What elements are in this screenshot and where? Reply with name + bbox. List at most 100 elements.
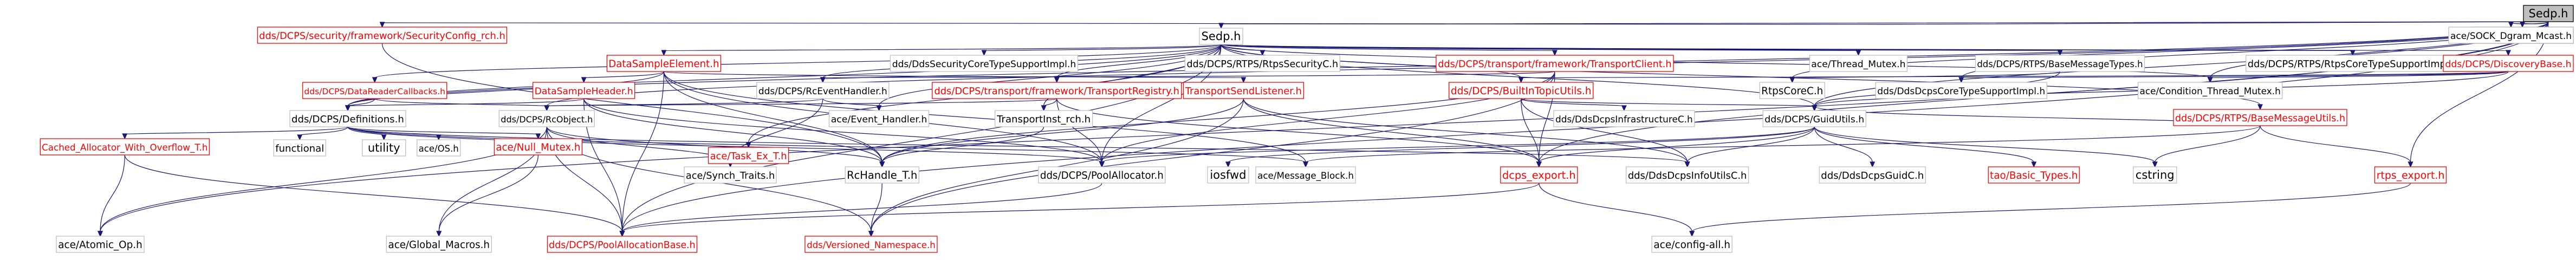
node-rtps-security-c[interactable]: dds/DCPS/RTPS/RtpsSecurityC.h bbox=[1184, 55, 1340, 72]
node-box[interactable] bbox=[386, 236, 492, 253]
node-data-sample-header[interactable]: DataSampleHeader.h bbox=[533, 82, 635, 99]
node-box[interactable] bbox=[56, 236, 145, 253]
node-ace-task-ex-t[interactable]: ace/Task_Ex_T.h bbox=[708, 147, 789, 164]
node-base-message-types[interactable]: dds/DCPS/RTPS/BaseMessageTypes.h bbox=[1975, 55, 2145, 72]
node-rc-handle-t[interactable]: RcHandle_T.h bbox=[845, 166, 919, 184]
node-label[interactable]: dds/DCPS/GuidUtils.h bbox=[1764, 114, 1864, 125]
node-box[interactable] bbox=[804, 236, 938, 253]
node-box[interactable] bbox=[2137, 82, 2283, 99]
node-label[interactable]: dcps_export.h bbox=[1502, 169, 1576, 181]
node-box[interactable] bbox=[2246, 55, 2460, 72]
node-label[interactable]: dds/DdsSecurityCoreTypeSupportImpl.h bbox=[892, 59, 1076, 70]
node-label[interactable]: functional bbox=[275, 143, 324, 154]
node-label[interactable]: dds/DCPS/RcObject.h bbox=[501, 114, 593, 125]
node-box[interactable] bbox=[417, 139, 461, 157]
node-box[interactable] bbox=[362, 139, 406, 157]
node-label[interactable]: dds/DdsDcpsCoreTypeSupportImpl.h bbox=[1877, 86, 2045, 97]
node-label[interactable]: dds/DCPS/transport/framework/TransportRe… bbox=[934, 86, 1179, 97]
node-label[interactable]: dds/DCPS/BuiltInTopicUtils.h bbox=[1451, 86, 1592, 97]
node-box[interactable] bbox=[1255, 166, 1356, 184]
node-label[interactable]: Sedp.h bbox=[2529, 7, 2568, 20]
node-box[interactable] bbox=[606, 55, 722, 72]
node-dcps-definitions[interactable]: dds/DCPS/Definitions.h bbox=[289, 110, 406, 127]
node-transport-client[interactable]: dds/DCPS/transport/framework/TransportCl… bbox=[1436, 55, 1674, 72]
node-box[interactable] bbox=[1183, 82, 1304, 99]
node-box[interactable] bbox=[1199, 28, 1243, 45]
node-label[interactable]: tao/Basic_Types.h bbox=[1990, 170, 2078, 181]
node-box[interactable] bbox=[2133, 166, 2177, 184]
node-label[interactable]: utility bbox=[368, 141, 400, 154]
node-tao-basic-types[interactable]: tao/Basic_Types.h bbox=[1988, 166, 2080, 184]
node-label[interactable]: TransportSendListener.h bbox=[1185, 86, 1302, 97]
node-box[interactable] bbox=[494, 138, 583, 155]
node-label[interactable]: iosfwd bbox=[1210, 168, 1246, 181]
node-label[interactable]: dds/DCPS/RcEventHandler.h bbox=[758, 86, 887, 96]
node-box[interactable] bbox=[684, 166, 777, 184]
node-label[interactable]: Sedp.h bbox=[1202, 30, 1241, 43]
node-label[interactable]: cstring bbox=[2136, 168, 2175, 181]
node-label[interactable]: dds/DCPS/PoolAllocationBase.h bbox=[549, 240, 696, 251]
node-label[interactable]: RcHandle_T.h bbox=[847, 169, 917, 181]
node-box[interactable] bbox=[1809, 55, 1908, 72]
node-label[interactable]: dds/DCPS/RTPS/RtpsCoreTypeSupportImpl.h bbox=[2248, 59, 2458, 70]
node-label[interactable]: RtpsCoreC.h bbox=[1761, 86, 1823, 97]
node-box[interactable] bbox=[273, 139, 326, 157]
node-rtps-rtps-core-type-support[interactable]: dds/DCPS/RTPS/RtpsCoreTypeSupportImpl.h bbox=[2246, 55, 2460, 72]
node-data-sample-element[interactable]: DataSampleElement.h bbox=[606, 55, 722, 72]
node-dds-dcps-info-utils-c[interactable]: dds/DdsDcpsInfoUtilsC.h bbox=[1625, 166, 1749, 184]
node-dds-dcps-infrastructure-c[interactable]: dds/DdsDcpsInfrastructureC.h bbox=[1553, 110, 1695, 127]
node-box[interactable] bbox=[1038, 166, 1166, 184]
node-box[interactable] bbox=[1975, 55, 2145, 72]
node-box[interactable] bbox=[1875, 82, 2047, 99]
node-ace-global-macros[interactable]: ace/Global_Macros.h bbox=[386, 236, 492, 253]
node-label[interactable]: dds/DCPS/RTPS/BaseMessageTypes.h bbox=[1977, 59, 2143, 69]
node-label[interactable]: ace/Message_Block.h bbox=[1257, 170, 1354, 181]
node-box[interactable] bbox=[547, 236, 698, 253]
node-label[interactable]: ace/config-all.h bbox=[1653, 239, 1730, 251]
node-box[interactable] bbox=[890, 55, 1079, 72]
node-ace-event-handler[interactable]: ace/Event_Handler.h bbox=[828, 110, 930, 127]
node-pool-allocation-base[interactable]: dds/DCPS/PoolAllocationBase.h bbox=[547, 236, 698, 253]
node-box[interactable] bbox=[1553, 110, 1695, 127]
node-functional[interactable]: functional bbox=[273, 139, 326, 157]
node-label[interactable]: dds/DdsDcpsGuidC.h bbox=[1821, 170, 1924, 181]
node-label[interactable]: ace/Thread_Mutex.h bbox=[1811, 59, 1905, 70]
node-transport-registry[interactable]: dds/DCPS/transport/framework/TransportRe… bbox=[932, 82, 1182, 99]
node-label[interactable]: dds/DCPS/transport/framework/TransportCl… bbox=[1438, 59, 1671, 70]
node-dds-dcps-core-type-support[interactable]: dds/DdsDcpsCoreTypeSupportImpl.h bbox=[1875, 82, 2047, 99]
node-dds-dcps-guid-c[interactable]: dds/DdsDcpsGuidC.h bbox=[1819, 166, 1926, 184]
node-box[interactable] bbox=[1500, 166, 1578, 184]
node-box[interactable] bbox=[1449, 82, 1594, 99]
node-label[interactable]: ace/Synch_Traits.h bbox=[686, 171, 775, 181]
node-label[interactable]: dds/DCPS/DiscoveryBase.h bbox=[2445, 59, 2571, 70]
node-box[interactable] bbox=[1762, 110, 1866, 127]
node-box[interactable] bbox=[1651, 236, 1733, 253]
node-box[interactable] bbox=[1184, 55, 1340, 72]
node-box[interactable] bbox=[1988, 166, 2080, 184]
node-box[interactable] bbox=[2523, 5, 2574, 22]
node-discovery-base[interactable]: dds/DCPS/DiscoveryBase.h bbox=[2443, 55, 2574, 72]
node-ace-thread-mutex[interactable]: ace/Thread_Mutex.h bbox=[1809, 55, 1908, 72]
node-box[interactable] bbox=[1759, 82, 1825, 99]
node-label[interactable]: ace/Event_Handler.h bbox=[831, 114, 927, 125]
node-label[interactable]: ace/SOCK_Dgram_Mcast.h bbox=[2450, 31, 2572, 42]
node-label[interactable]: ace/Task_Ex_T.h bbox=[710, 151, 787, 162]
node-box[interactable] bbox=[1625, 166, 1749, 184]
node-ace-sock-dgram-mcast[interactable]: ace/SOCK_Dgram_Mcast.h bbox=[2448, 27, 2574, 44]
node-label[interactable]: dds/DCPS/PoolAllocator.h bbox=[1040, 170, 1164, 181]
node-transport-send-listener[interactable]: TransportSendListener.h bbox=[1183, 82, 1304, 99]
node-ace-atomic-op[interactable]: ace/Atomic_Op.h bbox=[56, 236, 145, 253]
node-box[interactable] bbox=[1436, 55, 1674, 72]
node-label[interactable]: ace/Null_Mutex.h bbox=[496, 142, 580, 153]
node-rtps-export[interactable]: rtps_export.h bbox=[2374, 166, 2447, 184]
node-label[interactable]: dds/DCPS/security/framework/SecurityConf… bbox=[259, 30, 505, 42]
node-transport-inst-rch[interactable]: TransportInst_rch.h bbox=[994, 110, 1093, 127]
node-guid-utils[interactable]: dds/DCPS/GuidUtils.h bbox=[1762, 110, 1866, 127]
node-ace-synch-traits[interactable]: ace/Synch_Traits.h bbox=[684, 166, 777, 184]
node-box[interactable] bbox=[2443, 55, 2574, 72]
node-box[interactable] bbox=[2374, 166, 2447, 184]
node-box[interactable] bbox=[2448, 27, 2574, 44]
node-box[interactable] bbox=[845, 166, 919, 184]
node-utility[interactable]: utility bbox=[362, 139, 406, 157]
node-box[interactable] bbox=[498, 110, 595, 127]
